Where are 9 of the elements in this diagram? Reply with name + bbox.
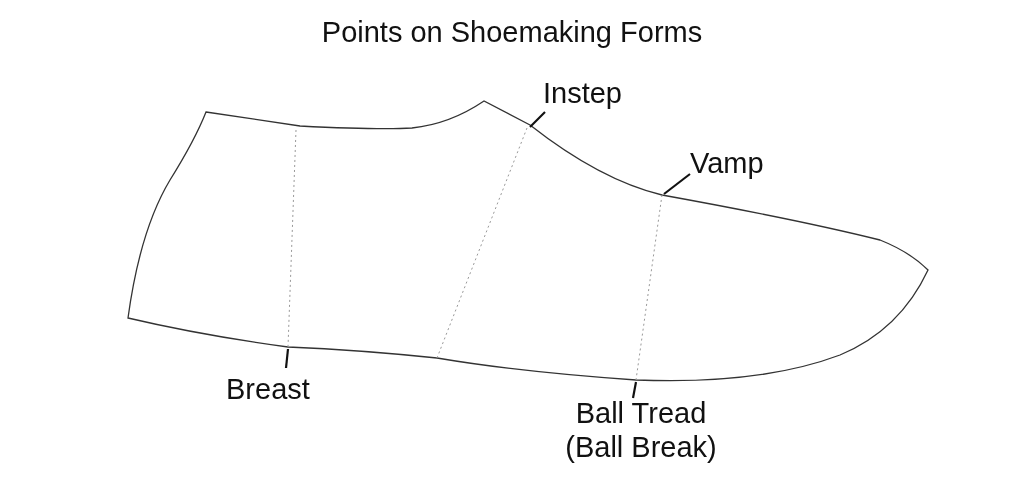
part-label: Ball Tread (Ball Break) — [556, 396, 726, 464]
title: Points on Shoemaking Forms — [320, 16, 704, 49]
leader-line — [663, 173, 691, 195]
part-label: Breast — [226, 372, 310, 406]
part-label: Instep — [543, 76, 622, 110]
leader-line — [631, 381, 638, 399]
part-label: Vamp — [690, 146, 764, 180]
leader-line — [284, 348, 290, 369]
leader-line — [529, 111, 546, 128]
